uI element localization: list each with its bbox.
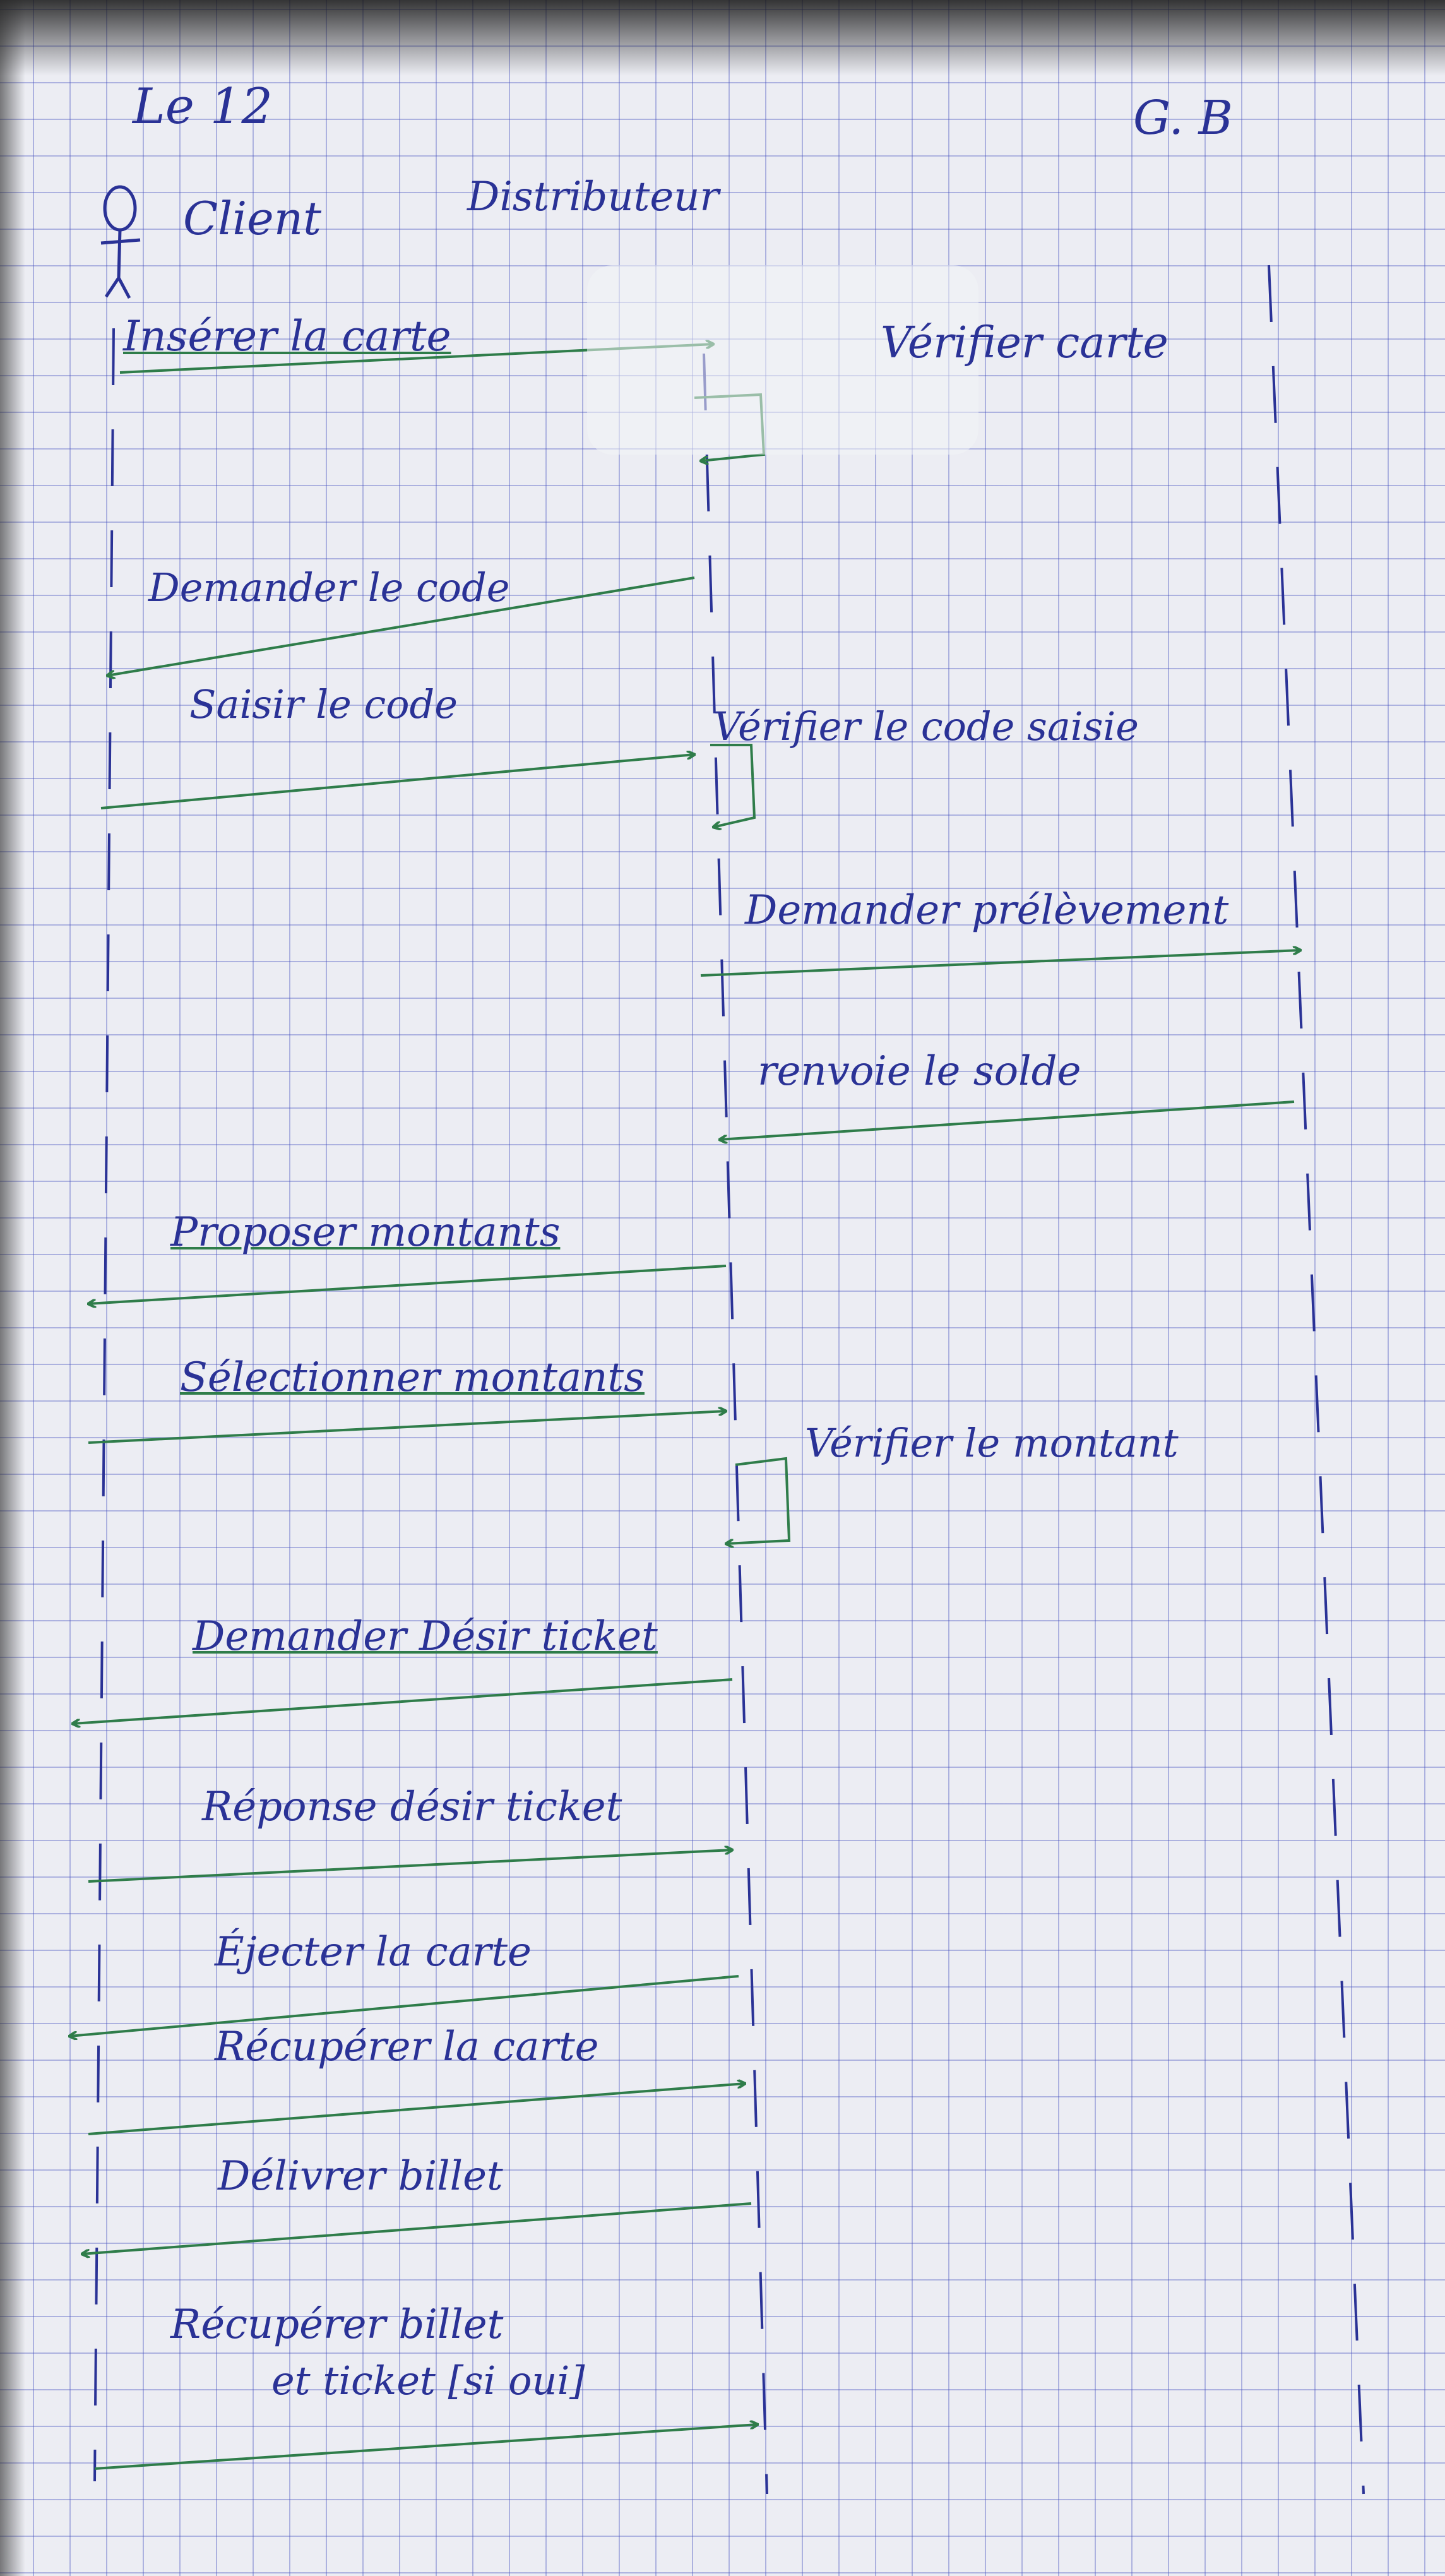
banque-lifeline xyxy=(1268,265,1365,2495)
message-verifier-montant: Vérifier le montant xyxy=(805,1420,1179,1466)
message-demander-desir-ticket: Demander Désir ticket xyxy=(193,1613,658,1660)
distributeur-lifeline xyxy=(703,353,768,2495)
arrow-renvoie-solde xyxy=(720,1100,1295,1140)
client-lifeline xyxy=(93,328,115,2482)
arrow-reponse-desir-ticket xyxy=(88,1850,732,1883)
self-call-verifier-code xyxy=(710,744,756,827)
message-selectionner-montants: Sélectionner montants xyxy=(180,1354,645,1401)
message-reponse-desir-ticket: Réponse désir ticket xyxy=(202,1784,622,1830)
message-inserer-carte: Insérer la carte xyxy=(123,312,451,361)
participant-distributeur: Distributeur xyxy=(467,174,719,220)
client-actor-icon xyxy=(100,185,141,299)
arrow-demander-code xyxy=(107,576,695,676)
date-label: Le 12 xyxy=(133,78,273,135)
message-ejecter-carte: Éjecter la carte xyxy=(215,1929,532,1976)
message-recuperer-billet-line1: Récupérer billet xyxy=(170,2301,504,2348)
participant-client: Client xyxy=(183,192,322,245)
arrow-demander-desir-ticket xyxy=(73,1678,733,1724)
message-saisir-code: Saisir le code xyxy=(189,681,458,727)
arrow-recuperer-billet-ticket xyxy=(94,2424,758,2470)
arrow-saisir-code xyxy=(100,754,694,809)
message-demander-prelevement: Demander prélèvement xyxy=(745,887,1229,934)
self-call-verifier-montant xyxy=(726,1457,791,1544)
message-delivrer-billet: Délivrer billet xyxy=(218,2153,503,2200)
message-verifier-code-saisie: Vérifier le code saisie xyxy=(713,703,1139,749)
arrow-selectionner-montants xyxy=(88,1411,726,1444)
message-recuperer-carte: Récupérer la carte xyxy=(215,2024,599,2070)
arrow-recuperer-carte xyxy=(88,2084,745,2135)
arrow-demander-prelevement xyxy=(700,950,1300,977)
erased-smudge xyxy=(587,265,978,455)
page-binding-shadow xyxy=(0,0,25,2576)
message-proposer-montants: Proposer montants xyxy=(170,1209,561,1256)
message-demander-code: Demander le code xyxy=(148,564,510,611)
message-recuperer-billet-line2: et ticket [si oui] xyxy=(271,2358,585,2404)
message-renvoie-solde: renvoie le solde xyxy=(758,1048,1081,1095)
arrow-ejecter-carte xyxy=(69,1975,739,2036)
arrow-proposer-montants xyxy=(88,1265,727,1304)
message-verifier-carte: Vérifier carte xyxy=(881,318,1168,368)
arrow-delivrer-billet xyxy=(82,2202,752,2254)
initials-label: G. B xyxy=(1133,91,1233,145)
